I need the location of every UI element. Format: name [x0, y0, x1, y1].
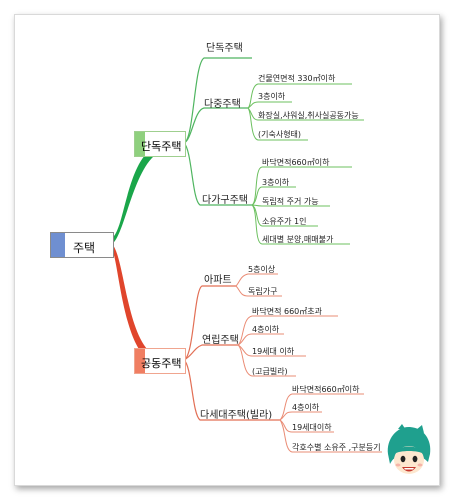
root-node[interactable]: 주택 — [50, 232, 114, 258]
line-detached-2 — [183, 107, 248, 144]
root-node-label: 주택 — [73, 241, 96, 255]
leaf-item: 4층이하 — [252, 325, 280, 334]
leaf-item: 독립적 주거 가능 — [262, 197, 319, 206]
leaf-item: 건물연면적 330㎡이하 — [258, 74, 336, 83]
leaf-item: 소유주가 1인 — [262, 217, 307, 226]
leaf-item: 4층이하 — [292, 403, 320, 412]
line-multi-2 — [183, 344, 238, 361]
leaf-item: (기숙사형태) — [258, 130, 302, 139]
leaf-item: 19세대 이하 — [252, 347, 295, 356]
leaf-item: 화장실,샤워실,취사실공동가능 — [258, 111, 359, 120]
root-node-accent — [51, 233, 65, 257]
line-detached-3 — [183, 142, 252, 206]
node-multi-household-house[interactable]: 다가구주택 — [202, 195, 248, 206]
smiling-character-icon — [387, 424, 431, 474]
leaf-item: 5층이상 — [248, 265, 276, 274]
node-multi-family-dwelling[interactable]: 다중주택 — [204, 99, 241, 110]
leaf-item: 독립가구 — [248, 287, 278, 296]
leaf-item: 세대별 분양,매매불가 — [262, 235, 334, 244]
node-row-house[interactable]: 연립주택 — [202, 335, 239, 346]
group-node-accent — [135, 132, 145, 156]
group-node-label: 단독주택 — [141, 140, 182, 153]
node-apartment[interactable]: 아파트 — [204, 275, 232, 286]
group-node-label: 공동주택 — [141, 357, 182, 370]
leaf-item: 각호수별 소유주 ,구분등기 — [292, 443, 381, 452]
branch-root-to-multi — [112, 244, 150, 358]
group-node-detached-house[interactable]: 단독주택 — [134, 131, 186, 157]
node-detached-house[interactable]: 단독주택 — [206, 43, 243, 54]
leaf-item: 바닥면적660㎡이하 — [262, 158, 330, 167]
leaf-item: 3층이하 — [262, 178, 290, 187]
node-multiplex-villa[interactable]: 다세대주택(빌라) — [200, 410, 273, 421]
line-multi-1 — [183, 285, 236, 361]
group-node-accent — [135, 349, 145, 373]
branch-root-to-detached — [112, 150, 154, 244]
leaf-item: 바닥면적660㎡이하 — [292, 385, 360, 394]
leaf-item: 3층이하 — [258, 92, 286, 101]
group-node-multi-unit[interactable]: 공동주택 — [134, 348, 186, 374]
line-multi-3 — [183, 359, 280, 421]
leaf-item: 19세대이하 — [292, 423, 332, 432]
leaf-item: (고급빌라) — [252, 367, 288, 376]
leaf-item: 바닥면적 660㎡초과 — [252, 307, 322, 316]
